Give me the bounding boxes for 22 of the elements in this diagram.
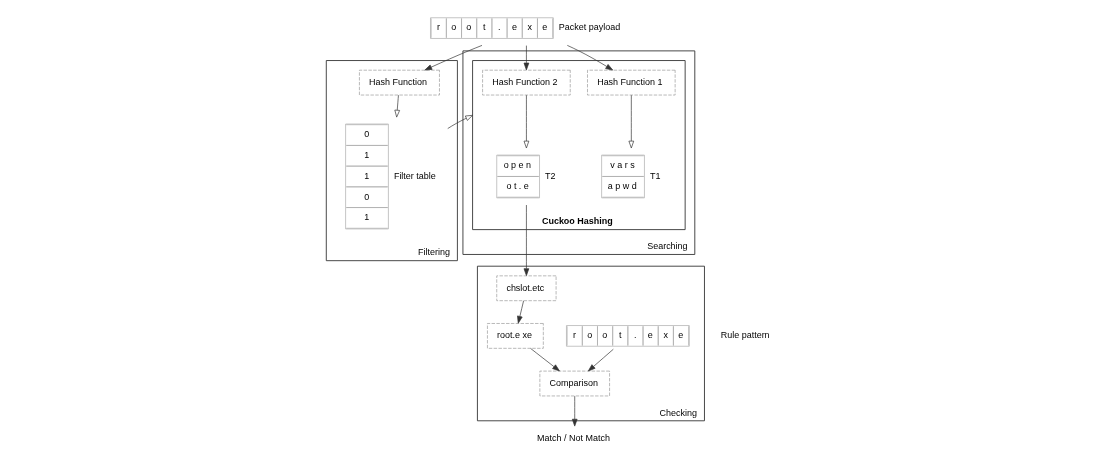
node-label: Filter table (393, 170, 436, 181)
node-box: chslot.etc (496, 275, 557, 302)
node-text: Match / Not Match (537, 433, 610, 444)
arrow (523, 45, 530, 71)
arrow (571, 395, 578, 427)
arrow (517, 300, 524, 324)
arrow (628, 94, 635, 149)
arrow (530, 348, 560, 372)
node-box: root.e xe (487, 323, 544, 349)
arrow (523, 94, 530, 149)
arrow (523, 204, 530, 276)
label: Rule pattern (720, 330, 770, 341)
node-box: Comparison (539, 370, 610, 397)
node-box: Hash Function 2 (482, 69, 571, 96)
node-label: T1 (649, 170, 661, 181)
node-box: Hash Function (359, 69, 440, 96)
arrow (394, 94, 400, 118)
arrow (587, 348, 614, 372)
node-box: Hash Function 1 (587, 69, 676, 96)
arrow (447, 114, 473, 129)
node-label: T2 (545, 170, 556, 181)
node-label: Packet payload (558, 22, 621, 33)
